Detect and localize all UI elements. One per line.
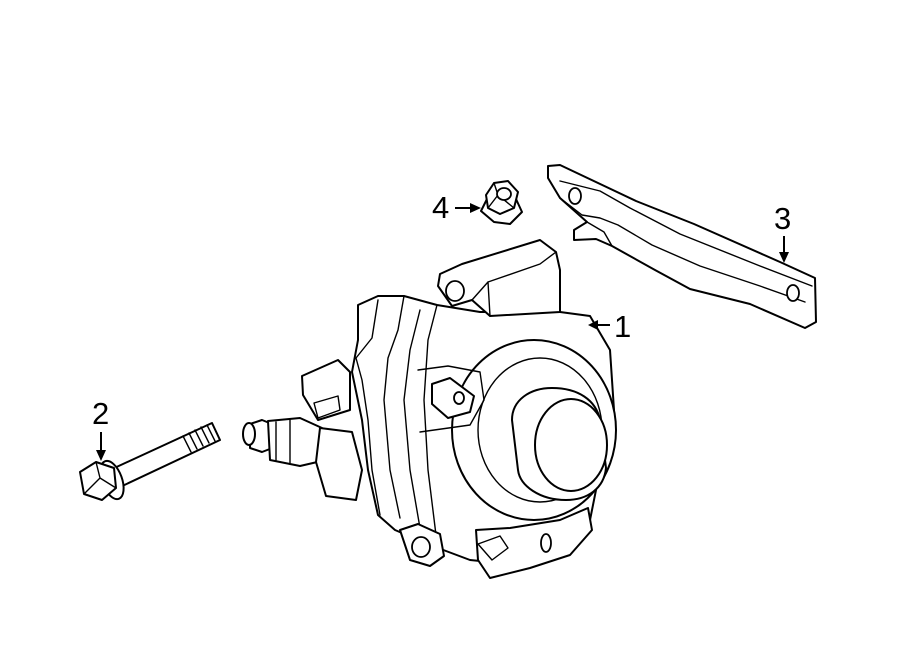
flange-nut-part[interactable]	[480, 180, 523, 225]
callout-2: 2	[92, 396, 109, 461]
callout-1: 1	[588, 309, 631, 344]
callout-4-label: 4	[432, 190, 449, 225]
callout-3: 3	[774, 201, 791, 263]
callout-2-label: 2	[92, 396, 109, 431]
bracket-part[interactable]	[547, 164, 817, 329]
callout-4: 4	[432, 190, 481, 225]
callout-1-label: 1	[614, 309, 631, 344]
callout-2-arrowhead	[96, 450, 106, 461]
callout-4-arrowhead	[470, 203, 481, 213]
callout-3-arrowhead	[779, 252, 789, 263]
flange-bolt-part[interactable]	[79, 422, 221, 502]
callout-1-arrowhead	[588, 320, 598, 330]
alternator-part[interactable]	[242, 239, 617, 579]
callout-3-label: 3	[774, 201, 791, 236]
